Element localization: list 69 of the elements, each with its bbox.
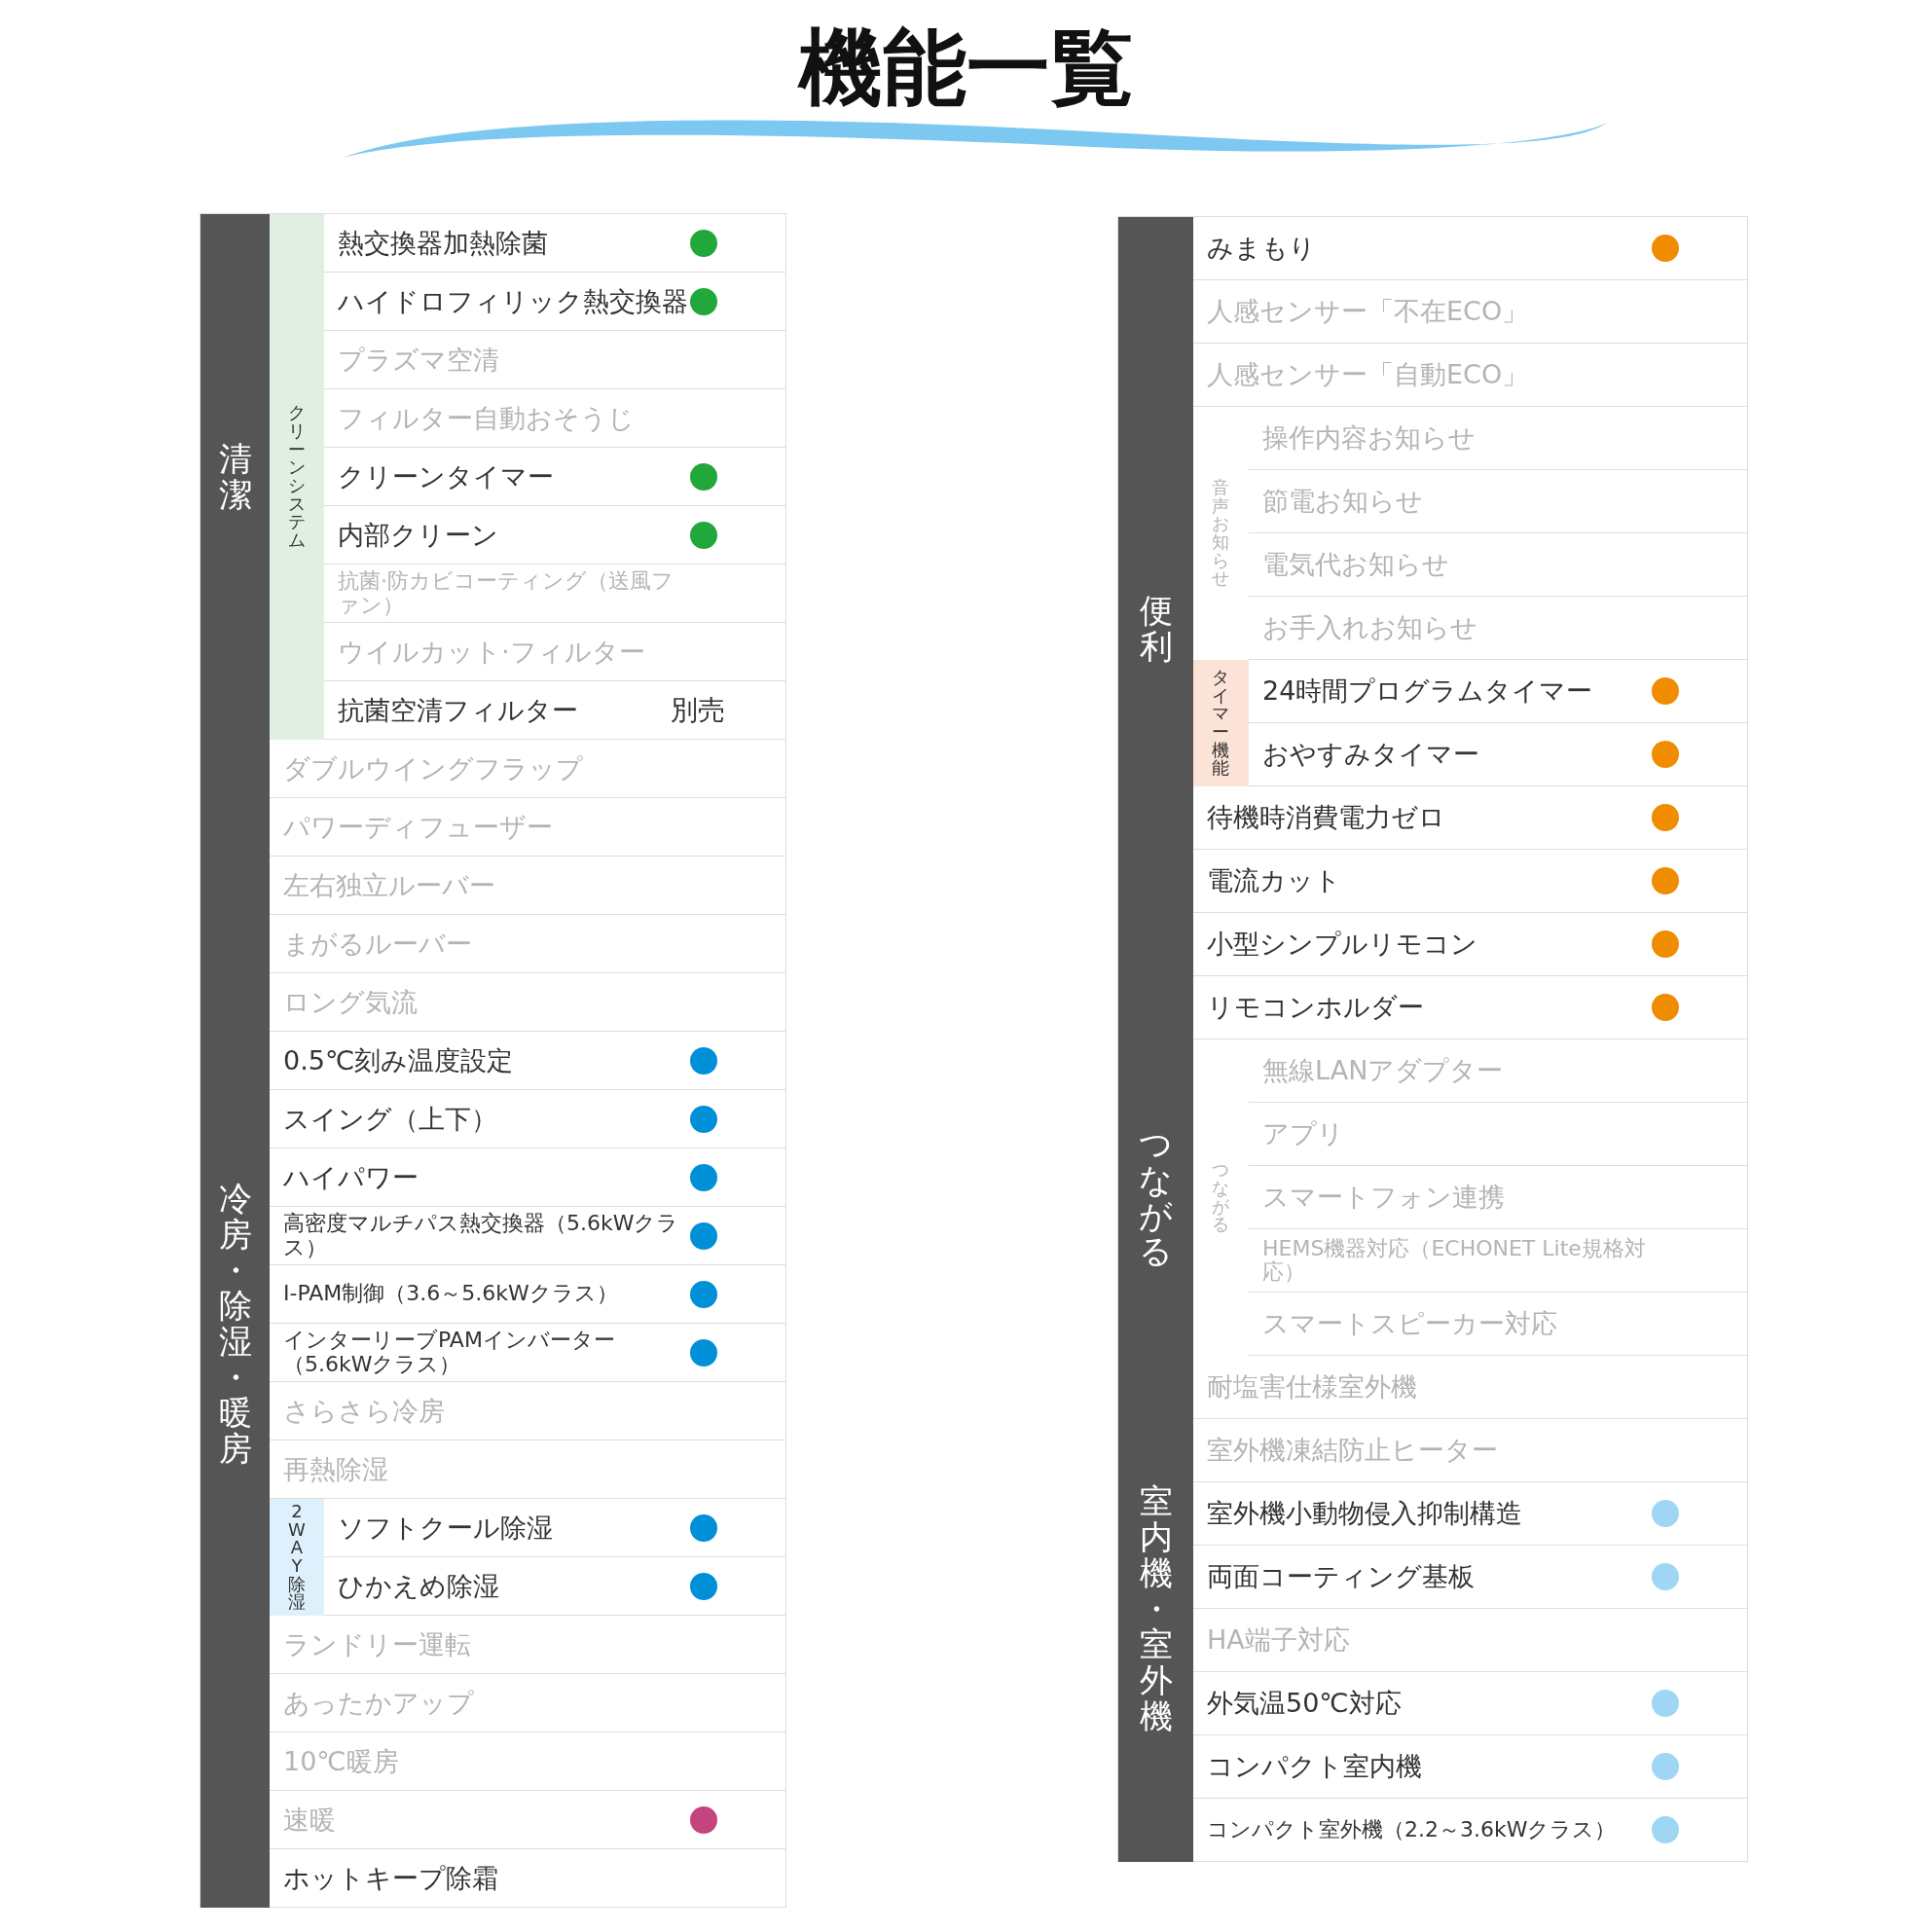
feature-name: 抗菌·防カビコーティング（送風ファン） [338, 569, 674, 617]
feature-name: 24時間プログラムタイマー [1262, 676, 1593, 706]
page-title: 機能一覧 [796, 18, 1135, 118]
feature-name: クリーンタイマー [338, 461, 554, 492]
feature-name: 操作内容お知らせ [1262, 423, 1476, 453]
feature-name: ソフトクール除湿 [338, 1513, 553, 1543]
feature-name: ハイドロフィリック熱交換器 [338, 286, 688, 316]
subgroup-section [270, 1499, 785, 1616]
feature-name: コンパクト室内機 [1207, 1752, 1422, 1781]
feature-name: ひかえめ除湿 [338, 1571, 499, 1601]
feature-name: アプリ [1262, 1119, 1344, 1148]
feature-name: コンパクト室外機（2.2～3.6kWクラス） [1207, 1817, 1617, 1842]
feature-name: スマートフォン連携 [1262, 1183, 1505, 1212]
feature-name: ウイルカット·フィルター [338, 637, 645, 667]
feature-name: 再熱除湿 [283, 1454, 388, 1484]
feature-name: ランドリー運転 [283, 1629, 471, 1659]
category-label: 清潔 [217, 441, 253, 513]
feature-name: 室外機凍結防止ヒーター [1207, 1436, 1498, 1465]
feature-name: スマートスピーカー対応 [1262, 1309, 1557, 1338]
feature-name: 耐塩害仕様室外機 [1207, 1372, 1417, 1402]
feature-name: インターリーブPAMインバーター（5.6kWクラス） [283, 1329, 616, 1376]
feature-name: プラズマ空清 [338, 345, 499, 375]
subgroup-label: クリーンシステム [287, 404, 307, 550]
feature-name: 人感センサー「不在ECO」 [1207, 297, 1529, 326]
feature-name: 両面コーティング基板 [1207, 1562, 1475, 1591]
feature-name: 抗菌空清フィルター [338, 695, 578, 725]
feature-name: I-PAM制御（3.6～5.6kWクラス） [283, 1282, 618, 1306]
subgroup-label: タイマー機能 [1212, 668, 1230, 779]
feature-name: 無線LANアダプター [1262, 1056, 1504, 1085]
category-label: つながる [1138, 1126, 1174, 1269]
feature-name: HA端子対応 [1207, 1625, 1350, 1655]
feature-name: 人感センサー「自動ECO」 [1207, 360, 1529, 389]
feature-name: ロング気流 [283, 987, 418, 1017]
feature-name: 0.5℃刻み温度設定 [283, 1045, 514, 1075]
feature-name: おやすみタイマー [1262, 740, 1479, 769]
note-text: 別売 [671, 692, 725, 728]
feature-name: 小型シンプルリモコン [1207, 930, 1477, 959]
feature-name: 室外機小動物侵入抑制構造 [1207, 1499, 1522, 1528]
feature-name: 熱交換器加熱除菌 [338, 228, 548, 258]
feature-name: ダブルウイングフラップ [283, 753, 583, 784]
feature-name: 高密度マルチパス熱交換器（5.6kWクラス） [283, 1212, 680, 1259]
subgroup-label: 2WAY除湿 [287, 1502, 307, 1613]
feature-name: 10℃暖房 [283, 1746, 399, 1776]
feature-name: 待機時消費電力ゼロ [1207, 803, 1445, 832]
feature-name: HEMS機器対応（ECHONET Lite規格対応） [1262, 1236, 1647, 1285]
feature-name: 外気温50℃対応 [1207, 1689, 1402, 1718]
subgroup-section [1193, 660, 1747, 786]
feature-name: あったかアップ [283, 1688, 474, 1718]
feature-name: パワーディフューザー [283, 812, 553, 842]
category-label: 冷房・除湿・暖房 [217, 1181, 253, 1467]
feature-name: 電気代お知らせ [1262, 550, 1449, 579]
feature-name: 電流カット [1207, 866, 1341, 895]
subgroup-label: つながる [1212, 1161, 1230, 1234]
feature-name: ホットキープ除霜 [283, 1863, 498, 1893]
feature-name: お手入れお知らせ [1262, 613, 1477, 642]
feature-name: ハイパワー [283, 1162, 419, 1192]
feature-name: 節電お知らせ [1262, 487, 1423, 516]
category-label: 便利 [1138, 592, 1174, 665]
feature-name: みまもり [1207, 234, 1316, 263]
feature-name: 左右独立ルーバー [283, 870, 495, 900]
feature-name: 内部クリーン [338, 520, 498, 550]
category-label: 室内機・室外機 [1138, 1483, 1174, 1734]
feature-name: スイング（上下） [283, 1104, 497, 1134]
feature-name: まがるルーバー [283, 929, 472, 959]
feature-name: フィルター自動おそうじ [338, 403, 635, 433]
feature-name: 速暖 [283, 1804, 336, 1835]
subgroup-label: 音声お知らせ [1212, 478, 1230, 589]
feature-name: リモコンホルダー [1207, 993, 1424, 1022]
feature-name: さらさら冷房 [283, 1396, 445, 1426]
